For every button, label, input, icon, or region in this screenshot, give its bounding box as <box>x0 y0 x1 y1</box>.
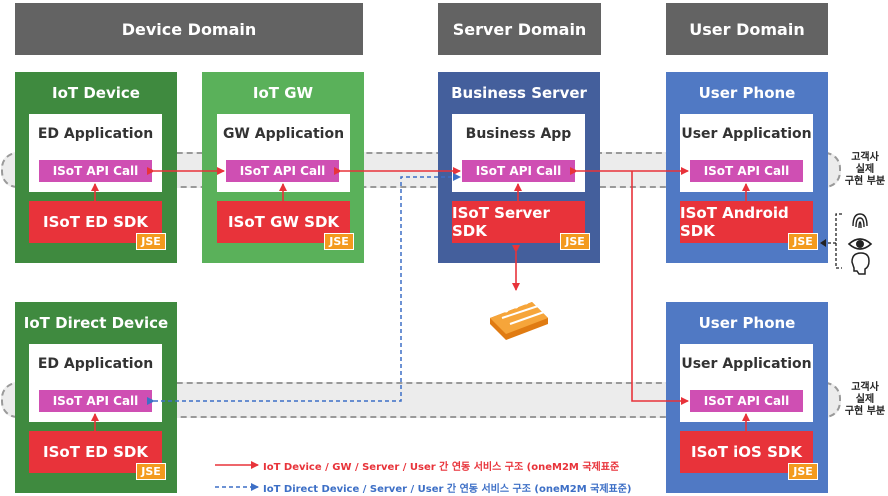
fingerprint-icon <box>852 213 868 229</box>
jse-badge: JSE <box>136 463 166 480</box>
app-label: User Application <box>681 356 812 372</box>
app-label: ED Application <box>37 356 154 372</box>
card-title: User Phone <box>698 84 796 102</box>
note-line: 고객사 <box>851 382 879 393</box>
app-label: ED Application <box>37 126 154 142</box>
card-title: IoT GW <box>252 84 314 102</box>
jse-badge: JSE <box>560 233 590 250</box>
note-line: 실제 <box>855 394 875 405</box>
card-title: IoT Device <box>52 84 140 102</box>
user-domain-header: User Domain <box>666 3 828 55</box>
sdk-label: ISoT ED SDK <box>43 443 148 461</box>
api-call-box: ISoT API Call <box>39 390 152 412</box>
jse-label: JSE <box>793 465 813 478</box>
api-call-box: ISoT API Call <box>690 160 803 182</box>
jse-badge: JSE <box>788 233 818 250</box>
sdk-label: ISoT ED SDK <box>43 213 148 231</box>
api-label: ISoT API Call <box>703 164 790 178</box>
jse-label: JSE <box>565 235 585 248</box>
note-line: 구현 부분 <box>844 406 886 417</box>
direct-device-server-arrow <box>147 173 461 405</box>
server-domain-label: Server Domain <box>452 19 587 39</box>
customer-implementation-note-bottom: 고객사 실제 구현 부분 <box>843 382 887 418</box>
api-label: ISoT API Call <box>703 394 790 408</box>
api-call-box: ISoT API Call <box>462 160 575 182</box>
user-domain-label: User Domain <box>689 19 805 39</box>
jse-label: JSE <box>793 235 813 248</box>
legend-blue-text: IoT Direct Device / Server / User 간 연동 서… <box>263 484 632 495</box>
device-domain-label: Device Domain <box>121 19 257 39</box>
api-label: ISoT API Call <box>475 164 562 178</box>
api-label: ISoT API Call <box>52 164 139 178</box>
api-label: ISoT API Call <box>52 394 139 408</box>
api-call-box: ISoT API Call <box>39 160 152 182</box>
eye-icon <box>847 238 873 250</box>
app-label: GW Application <box>222 126 345 142</box>
router-icon <box>490 299 548 340</box>
card-title: User Phone <box>698 314 796 332</box>
legend-red-text: IoT Device / GW / Server / User 간 연동 서비스… <box>263 462 620 473</box>
sdk-label: ISoT iOS SDK <box>691 443 802 461</box>
customer-implementation-note-top: 고객사 실제 구현 부분 <box>843 152 887 188</box>
server-domain-header: Server Domain <box>438 3 601 55</box>
jse-badge: JSE <box>788 463 818 480</box>
sdk-label: ISoT Android SDK <box>680 204 789 240</box>
api-call-box: ISoT API Call <box>690 390 803 412</box>
app-label: User Application <box>681 126 812 142</box>
card-title: Business Server <box>451 84 587 102</box>
note-line: 실제 <box>855 164 875 175</box>
card-title: IoT Direct Device <box>23 314 169 332</box>
jse-label: JSE <box>141 465 161 478</box>
app-label: Business App <box>465 126 572 142</box>
server-ios-arrow <box>631 171 689 405</box>
note-line: 구현 부분 <box>844 176 886 187</box>
note-line: 고객사 <box>851 152 879 163</box>
biometric-bracket <box>835 213 842 269</box>
device-domain-header: Device Domain <box>15 3 363 55</box>
face-icon <box>851 252 870 275</box>
